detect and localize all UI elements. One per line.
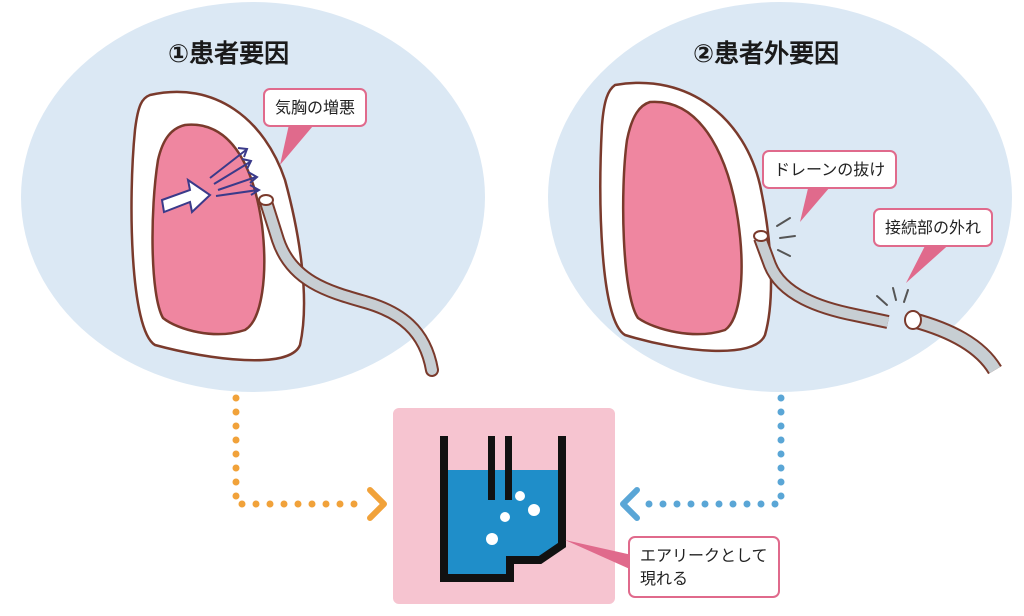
drain-slip-spark-icon (776, 217, 796, 257)
right-drain-tube (753, 230, 890, 329)
connection-detached-callout: 接続部の外れ (873, 208, 994, 248)
air-inflow-arrow-icon (160, 177, 212, 214)
right-lung (621, 100, 743, 336)
connection-spark-icon (876, 287, 909, 306)
callout-tail-result (565, 540, 632, 570)
dotted-arrow-left (232, 394, 387, 521)
air-leak-callout-line1: エアリークとして (640, 546, 768, 565)
callout-tail-pneumothorax (280, 120, 318, 165)
air-leak-arrows-icon (209, 147, 261, 197)
air-leak-callout: エアリークとして 現れる (628, 536, 780, 599)
pneumothorax-worsening-callout: 気胸の増悪 (263, 88, 368, 128)
external-factor-title: ②患者外要因 (693, 39, 840, 68)
left-drain-tube (258, 194, 439, 377)
dotted-arrow-right (620, 394, 785, 521)
left-lung (151, 123, 266, 336)
callout-tail-connection (906, 240, 954, 283)
water-seal-chamber-icon (440, 436, 566, 582)
air-leak-callout-line2: 現れる (640, 569, 689, 589)
callout-tail-drain (800, 180, 836, 222)
patient-factor-title: ①患者要因 (168, 39, 290, 68)
disconnected-tube-piece (904, 310, 1002, 375)
drain-dislodged-callout: ドレーンの抜け (762, 150, 898, 190)
